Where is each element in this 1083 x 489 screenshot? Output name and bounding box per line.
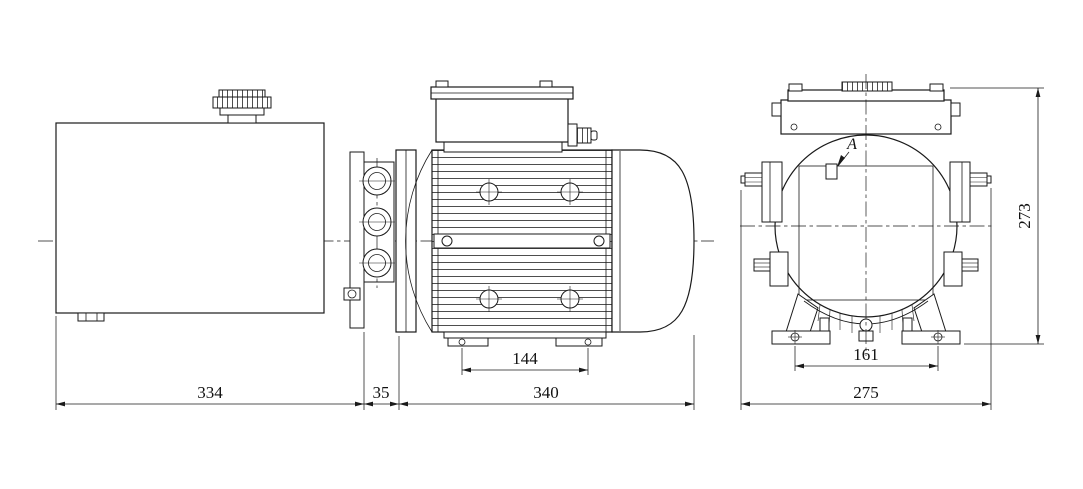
mounting-plate [349, 151, 365, 329]
dim-overall-width: 275 [741, 383, 991, 407]
front-view: A [740, 74, 994, 356]
dimensions: 144 334 35 340 161 [55, 87, 1044, 410]
frame-seam-band [433, 233, 611, 249]
left-lower-bolt [753, 258, 771, 272]
motor-side [395, 80, 695, 347]
fan-cover [611, 149, 695, 333]
port-fitting-top [359, 166, 395, 196]
right-lower-bolt [961, 258, 979, 272]
pump-adapter [343, 151, 395, 329]
dim-foot-spacing-side: 144 [462, 349, 588, 373]
left-foot-pad [771, 330, 831, 345]
dim-foot-spacing-front: 161 [795, 345, 938, 369]
dim-motor-length: 340 [399, 383, 694, 407]
dim-label-161: 161 [853, 345, 879, 364]
dim-label-340: 340 [533, 383, 559, 402]
oil-tank [55, 89, 325, 322]
motor-foot-left [447, 337, 489, 347]
top-gland [841, 81, 893, 92]
dim-label-275: 275 [853, 383, 879, 402]
dim-label-144: 144 [512, 349, 538, 368]
dim-overall-height: 273 [1015, 88, 1041, 344]
port-fitting-middle [359, 207, 395, 237]
dim-tank-length: 334 [56, 383, 364, 407]
dim-adapter-width: 35 [364, 383, 399, 407]
bell-housing-arc [405, 149, 433, 333]
tank-body [55, 122, 325, 314]
dim-label-35: 35 [373, 383, 390, 402]
dim-label-273: 273 [1015, 203, 1034, 229]
detail-a-stud [825, 163, 838, 180]
motor-feet-side [443, 331, 607, 347]
tank-foot [77, 312, 105, 322]
terminal-box-side [430, 80, 598, 153]
detail-a-label: A [846, 136, 857, 153]
filler-breather-cap [212, 89, 272, 124]
side-tabs [740, 161, 992, 287]
drain-fitting [343, 287, 361, 301]
left-bolt [744, 172, 763, 187]
cable-gland [567, 123, 598, 147]
dim-label-334: 334 [197, 383, 223, 402]
motor-foot-right [555, 337, 603, 347]
right-foot-pad [901, 330, 961, 345]
tie-rod-bolts [476, 179, 583, 312]
port-fitting-bottom [359, 248, 395, 278]
detail-a: A [825, 136, 857, 180]
side-view [38, 80, 714, 347]
right-bolt [969, 172, 988, 187]
